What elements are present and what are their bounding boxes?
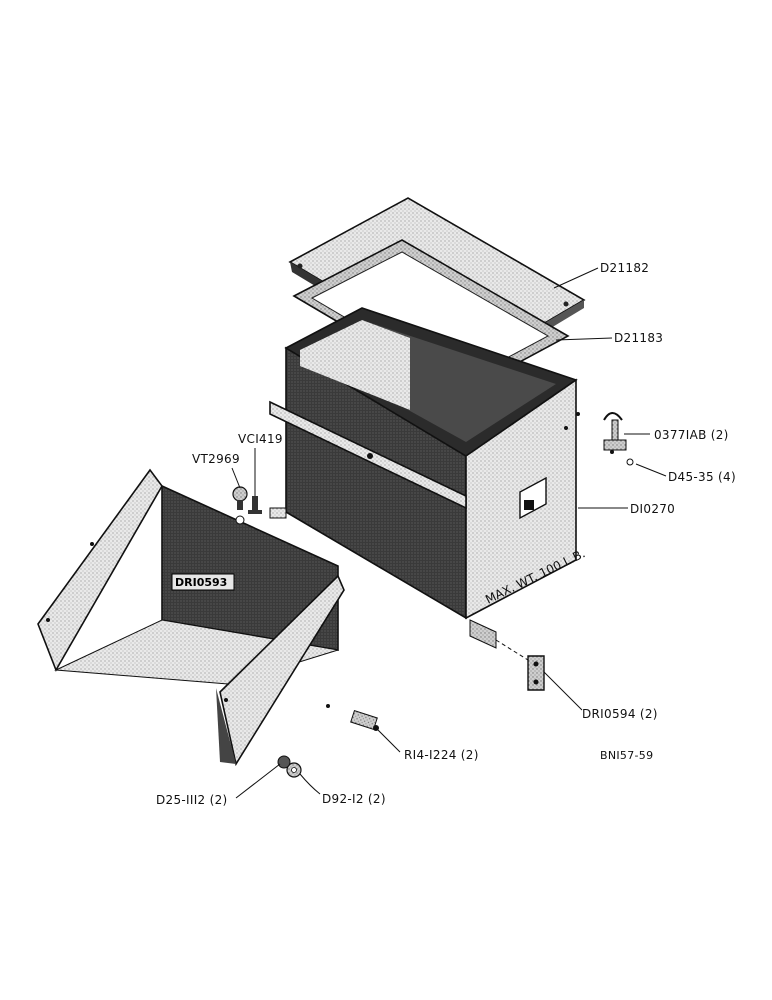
label-fitting-a: VT2969: [192, 452, 240, 466]
label-bracket: DRI0594 (2): [582, 707, 658, 721]
label-bolt: RI4-I224 (2): [404, 748, 479, 762]
label-support: DRI0593: [175, 576, 227, 589]
support-part: [37, 468, 345, 767]
leader-fitting-a: [231, 467, 241, 489]
label-fitting-b: VCI419: [238, 432, 283, 446]
fitting-a-part: [232, 486, 248, 510]
fitting-b-part: [248, 496, 262, 514]
leader-bracket: [543, 671, 583, 711]
bolt-part: [350, 709, 379, 731]
label-support-box: DRI0593: [171, 573, 235, 591]
label-lid: D21182: [600, 261, 649, 275]
label-nut: D25-III2 (2): [156, 793, 228, 807]
leader-nut: [235, 763, 281, 799]
nut-part: [277, 755, 291, 769]
label-washer: D92-I2 (2): [322, 792, 386, 806]
label-gasket: D21183: [614, 331, 663, 345]
drawing-number: BNI57-59: [600, 749, 653, 762]
label-latch: 0377IAB (2): [654, 428, 729, 442]
bracket-part: [495, 639, 545, 691]
label-latch-screw: D45-35 (4): [668, 470, 736, 484]
latch-part: [603, 412, 634, 466]
leader-bolt: [375, 727, 401, 753]
leader-washer: [299, 773, 321, 795]
leader-lid: [553, 267, 599, 289]
battery-box-part: [269, 307, 580, 649]
leader-latch-screw: [635, 463, 667, 477]
label-battery-box: DI0270: [630, 502, 675, 516]
leader-gasket: [555, 337, 613, 341]
washer-part: [286, 762, 302, 778]
